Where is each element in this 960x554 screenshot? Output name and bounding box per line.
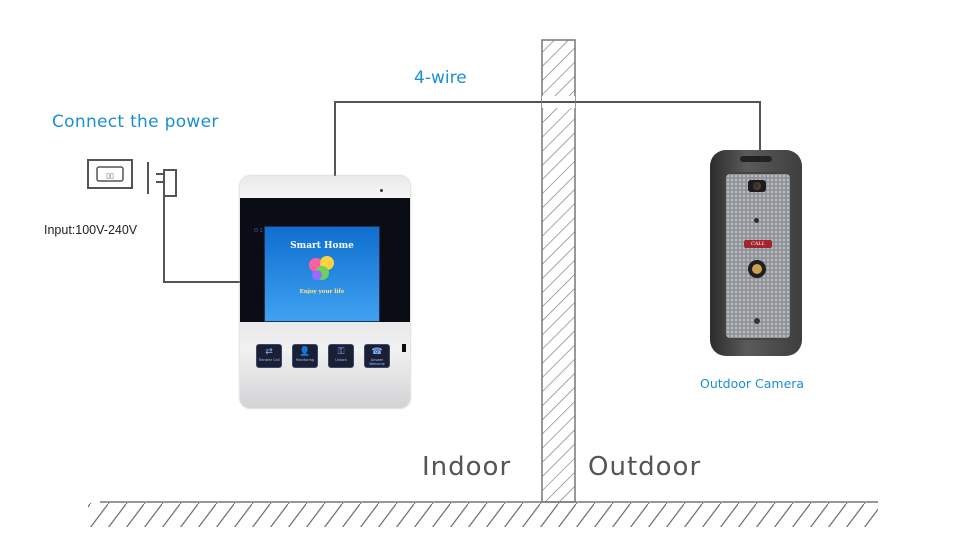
screen-subtitle: Enjoy your life xyxy=(299,289,345,295)
transfer-icon: ⇄ xyxy=(265,347,273,357)
screw-top-icon xyxy=(753,182,759,188)
monitor-mic-dot xyxy=(380,189,383,192)
input-voltage-label: Input:100V-240V xyxy=(44,223,138,237)
camera-face-plate: CALL xyxy=(724,172,792,340)
power-plug-icon xyxy=(147,162,177,197)
flower-logo-icon xyxy=(305,253,339,283)
camera-top-slot xyxy=(740,156,772,162)
monitoring-button[interactable]: 👤 Monitoring xyxy=(292,344,318,368)
indoor-label: Indoor xyxy=(422,452,512,482)
transfer-call-label: Transfer Call xyxy=(258,358,280,362)
four-wire-label: 4-wire xyxy=(414,68,467,88)
svg-text:▯▯: ▯▯ xyxy=(106,172,114,180)
transfer-call-button[interactable]: ⇄ Transfer Call xyxy=(256,344,282,368)
outdoor-camera-label: Outdoor Camera xyxy=(700,376,805,391)
power-socket-icon: ▯▯ xyxy=(87,159,133,189)
screw-bottom-icon xyxy=(754,318,760,324)
call-button[interactable] xyxy=(748,260,766,278)
wall xyxy=(541,39,576,503)
outdoor-label: Outdoor xyxy=(588,452,702,482)
unlock-label: Unlock xyxy=(335,358,347,362)
screen-title: Smart Home xyxy=(290,241,354,251)
key-icon: ⚿ xyxy=(337,347,345,357)
phone-icon: ☎ xyxy=(371,347,383,357)
camera-sensor-icon xyxy=(754,218,759,223)
monitor-leds: O 1 2 xyxy=(254,228,268,234)
answer-label: Answer Welcome xyxy=(369,358,385,366)
call-label: CALL xyxy=(744,240,772,248)
ground-hatch xyxy=(88,503,878,527)
outdoor-camera: CALL xyxy=(710,150,802,356)
monitor-screen: Smart Home Enjoy your life xyxy=(264,226,380,322)
connect-power-label: Connect the power xyxy=(52,112,219,132)
unlock-button[interactable]: ⚿ Unlock xyxy=(328,344,354,368)
monitoring-label: Monitoring xyxy=(295,358,315,362)
person-icon: 👤 xyxy=(299,347,311,357)
indoor-monitor: O 1 2 Smart Home Enjoy your life ⇄ Trans… xyxy=(240,176,410,408)
monitor-face: O 1 2 Smart Home Enjoy your life xyxy=(240,198,410,352)
monitor-side-knob xyxy=(402,344,406,352)
answer-button[interactable]: ☎ Answer Welcome xyxy=(364,344,390,368)
power-cable xyxy=(163,196,240,283)
